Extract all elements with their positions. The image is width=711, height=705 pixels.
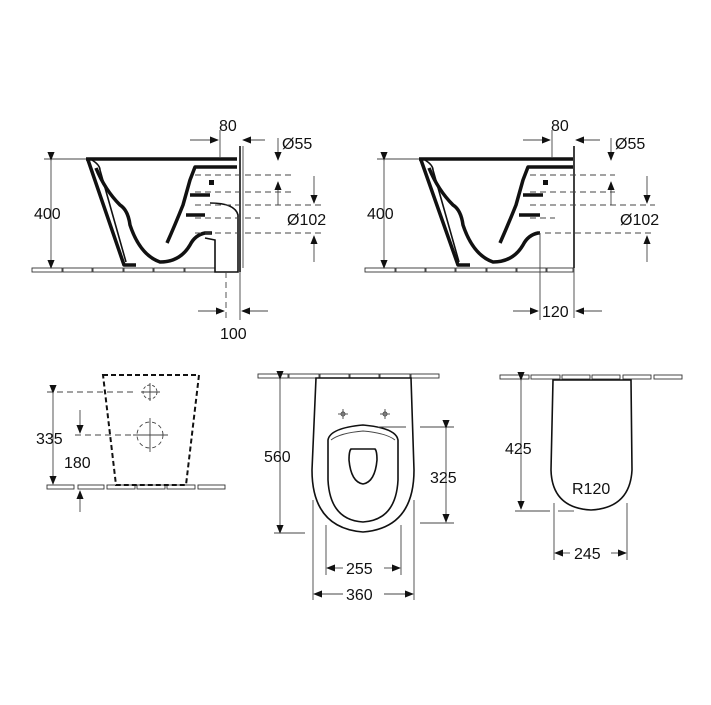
footprint-outline [101, 374, 201, 486]
seat-length-dimension: 425 [505, 441, 532, 458]
wall-tiles [499, 374, 683, 380]
bowl-width-dimension: 255 [346, 561, 373, 578]
top-view: 560 325 255 360 [257, 370, 457, 604]
outlet-diameter: Ø102 [620, 212, 659, 229]
side-view-2: 400 80 Ø55 Ø102 120 [364, 118, 659, 321]
seat-view: 425 R120 245 [499, 371, 683, 563]
outlet-offset: 120 [542, 304, 569, 321]
wall-tiles [257, 373, 440, 379]
floor-tiles [46, 484, 226, 490]
outlet-height: 180 [64, 455, 91, 472]
length-dimension: 560 [264, 449, 291, 466]
outlet-offset: 100 [220, 326, 247, 343]
bowl-outline [86, 157, 237, 267]
height-dimension: 400 [34, 206, 61, 223]
seat-width-dimension: 245 [574, 546, 601, 563]
offset-dimension: 80 [219, 118, 237, 135]
rear-view: 335 180 [36, 374, 226, 512]
floor-tiles [31, 267, 216, 273]
outlet-diameter: Ø102 [287, 212, 326, 229]
offset-dimension: 80 [551, 118, 569, 135]
bowl-length-dimension: 325 [430, 470, 457, 487]
seat-radius: R120 [572, 481, 610, 498]
seat-outline [550, 379, 633, 511]
total-width-dimension: 360 [346, 587, 373, 604]
fixing-hole [338, 409, 348, 419]
inlet-diameter: Ø55 [282, 136, 312, 153]
bowl-outline [419, 157, 573, 267]
inlet-height: 335 [36, 431, 63, 448]
inlet-diameter: Ø55 [615, 136, 645, 153]
floor-tiles [364, 267, 574, 273]
bowl-outline [311, 377, 415, 533]
fixing-hole [380, 409, 390, 419]
height-dimension: 400 [367, 206, 394, 223]
side-view-1: 400 80 Ø55 Ø102 100 [31, 118, 326, 343]
